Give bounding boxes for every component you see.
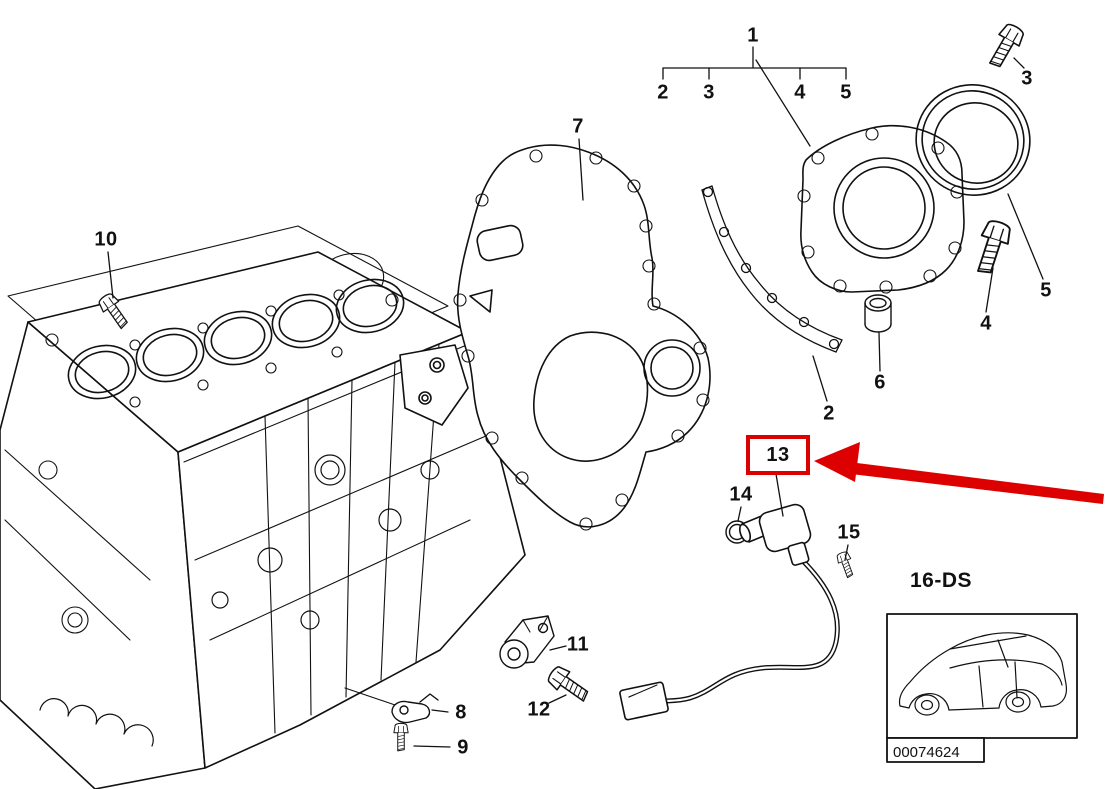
part-label-12[interactable]: 12 [527,698,551,721]
part-label-9[interactable]: 9 [457,736,469,759]
shaft-seal-drawing [915,84,1031,196]
part-label-4[interactable]: 4 [794,81,806,104]
part-label-8[interactable]: 8 [455,701,467,724]
seal-housing-gasket-drawing [701,185,843,353]
part-label-13[interactable]: 13 [766,443,790,466]
inset-series-code: 16-DS [909,569,973,592]
part-label-14[interactable]: 14 [729,483,753,506]
vehicle-thumbnail [886,613,1078,763]
part-label-2[interactable]: 2 [657,81,669,104]
leader-lines [107,46,1044,748]
part-label-6[interactable]: 6 [874,371,886,394]
engine-block-drawing [0,251,526,789]
sensor-13-drawing [619,503,840,721]
seal-housing-drawing [797,124,965,294]
dowel-bushing-drawing [864,294,892,333]
part-label-7[interactable]: 7 [572,115,584,138]
diagram-part-number: 00074624 [893,744,960,761]
tensioner-drawing [499,615,555,669]
part-label-3[interactable]: 3 [703,81,715,104]
part-label-5[interactable]: 5 [840,81,852,104]
clip-8-drawing [391,693,439,724]
part-label-10[interactable]: 10 [94,228,118,251]
part-label-1[interactable]: 1 [747,24,759,47]
highlight-box: 13 [746,435,810,475]
bolt-4-drawing [969,217,1015,279]
timing-cover-gasket-drawing [453,144,711,531]
part-label-2b[interactable]: 2 [823,402,835,425]
screw-9-drawing [393,722,409,752]
bolt-12-drawing [544,662,594,707]
part-label-3b[interactable]: 3 [1021,67,1033,90]
part-label-5b[interactable]: 5 [1040,279,1052,302]
pointer-arrow [814,442,1104,504]
part-label-4b[interactable]: 4 [980,312,992,335]
part-label-15[interactable]: 15 [837,521,861,544]
part-number-box [886,737,985,763]
part-label-11[interactable]: 11 [566,633,590,656]
